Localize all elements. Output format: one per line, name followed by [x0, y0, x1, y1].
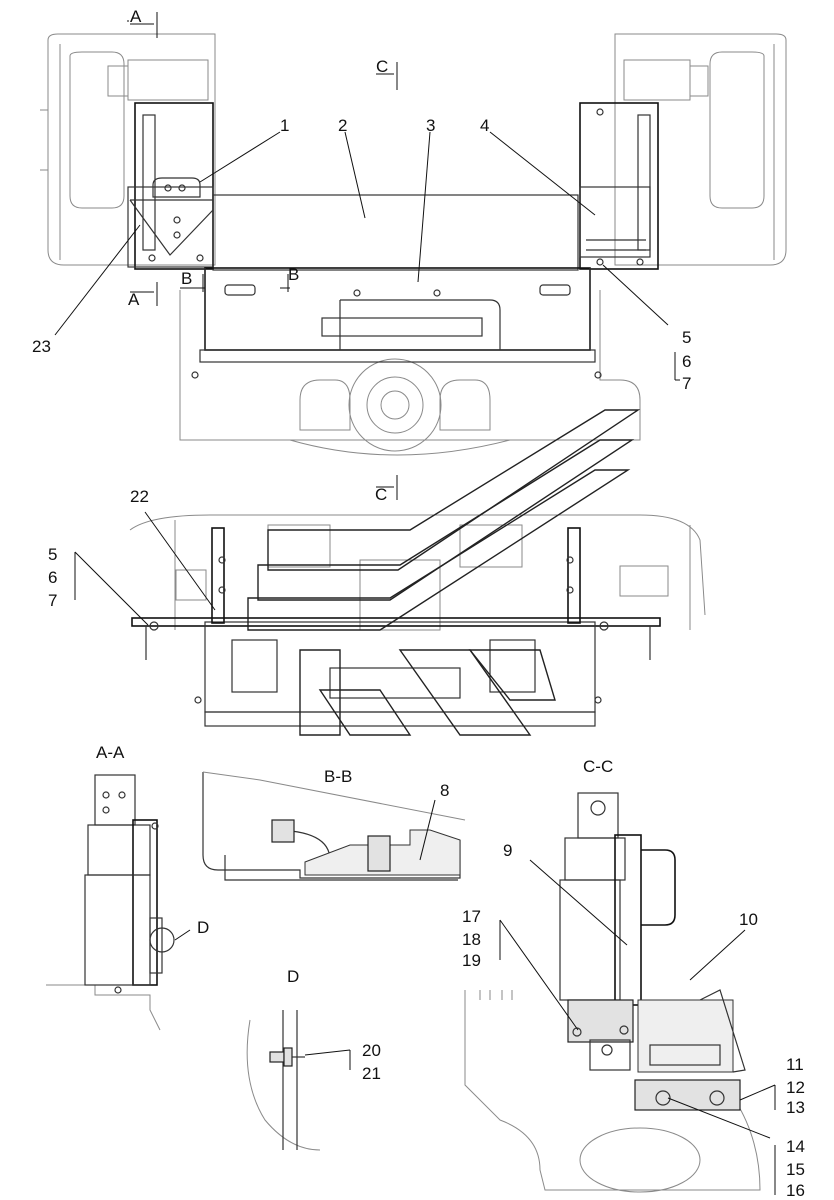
section-markers	[127, 12, 398, 500]
callout-6-front: 6	[48, 568, 57, 587]
title-section-aa: A-A	[96, 743, 125, 762]
callout-12: 12	[786, 1078, 805, 1097]
section-cc-view	[464, 792, 761, 1193]
callout-21: 21	[362, 1064, 381, 1083]
callout-4: 4	[480, 116, 489, 135]
section-label-b-right: B	[288, 265, 299, 284]
callout-1: 1	[280, 116, 289, 135]
section-label-a-top: A	[130, 7, 142, 26]
watermark-logo	[247, 409, 641, 736]
callout-3: 3	[426, 116, 435, 135]
detail-d-marker: D	[197, 918, 209, 937]
title-section-cc: C-C	[583, 757, 613, 776]
labels: A A B B C C A-A B-B C-C D D 1 2 3 4 5 6 …	[32, 7, 805, 1200]
front-view	[129, 514, 706, 727]
callout-7-top: 7	[682, 374, 691, 393]
callout-7-front: 7	[48, 591, 57, 610]
callout-17: 17	[462, 907, 481, 926]
title-detail-d: D	[287, 967, 299, 986]
callout-6-top: 6	[682, 352, 691, 371]
top-view	[40, 33, 787, 456]
callout-5-top: 5	[682, 328, 691, 347]
section-bb-view	[202, 771, 466, 881]
callout-16: 16	[786, 1181, 805, 1200]
section-label-c-top: C	[376, 57, 388, 76]
callout-8: 8	[440, 781, 449, 800]
callout-11: 11	[786, 1055, 804, 1074]
callout-20: 20	[362, 1041, 381, 1060]
callout-19: 19	[462, 951, 481, 970]
callout-2: 2	[338, 116, 347, 135]
callout-13: 13	[786, 1098, 805, 1117]
title-section-bb: B-B	[324, 767, 352, 786]
callout-22: 22	[130, 487, 149, 506]
detail-d-view	[246, 1010, 321, 1151]
callout-9: 9	[503, 841, 512, 860]
callout-18: 18	[462, 930, 481, 949]
section-label-b-left: B	[181, 269, 192, 288]
section-label-c-bottom: C	[375, 485, 387, 504]
callout-5-front: 5	[48, 545, 57, 564]
callout-15: 15	[786, 1160, 805, 1179]
section-label-a-bottom: A	[128, 290, 140, 309]
callout-23: 23	[32, 337, 51, 356]
callout-14: 14	[786, 1137, 805, 1156]
section-aa-view	[46, 774, 175, 1031]
leader-lines	[54, 131, 776, 1195]
callout-10: 10	[739, 910, 758, 929]
